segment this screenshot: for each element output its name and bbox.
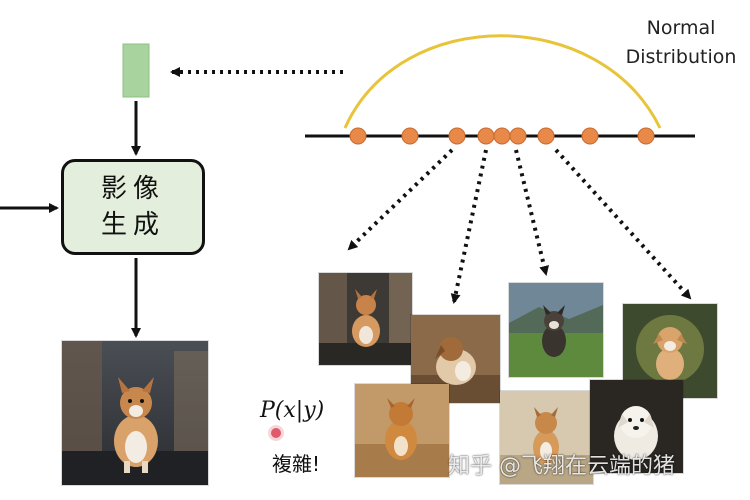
dotted-arrow-sample-3 xyxy=(514,149,549,276)
sample-dog-photo-5 xyxy=(355,384,449,477)
condition-vector-block xyxy=(122,43,150,98)
generator-label-line2: 生成 xyxy=(100,210,165,240)
image-generation-box: 影像 生成 xyxy=(61,159,205,255)
sample-point xyxy=(581,127,599,145)
sample-point xyxy=(537,127,555,145)
sample-points xyxy=(349,127,655,145)
dotted-arrow-sample-2 xyxy=(450,149,488,304)
sample-point xyxy=(493,127,511,145)
complexity-caption: 複雜! xyxy=(272,452,321,476)
normal-distribution-label: Normal Distribution xyxy=(612,14,750,72)
sample-point xyxy=(477,127,495,145)
probability-formula: P(x|y) xyxy=(260,398,325,423)
dotted-arrow-sample-1 xyxy=(347,148,454,251)
normal-distribution-label-line2: Distribution xyxy=(625,46,737,68)
pointer-dot-icon xyxy=(271,428,281,438)
normal-distribution-curve xyxy=(343,34,662,129)
sample-dog-photo-6 xyxy=(500,391,593,484)
sample-dog-photo-2 xyxy=(411,315,500,403)
sample-point xyxy=(401,127,419,145)
output-dog-photo xyxy=(62,341,208,485)
sample-dog-photo-3 xyxy=(509,283,603,377)
watermark-text: 知乎 @飞翔在云端的猪 xyxy=(448,454,675,479)
sample-point xyxy=(509,127,527,145)
sample-point xyxy=(448,127,466,145)
sample-dog-photo-7 xyxy=(590,380,683,473)
sample-point xyxy=(637,127,655,145)
dotted-arrow-sample-4 xyxy=(554,148,692,300)
generator-label-line1: 影像 xyxy=(100,174,165,204)
sample-point xyxy=(349,127,367,145)
sample-dog-photo-1 xyxy=(319,273,412,365)
normal-distribution-label-line1: Normal xyxy=(646,17,716,39)
